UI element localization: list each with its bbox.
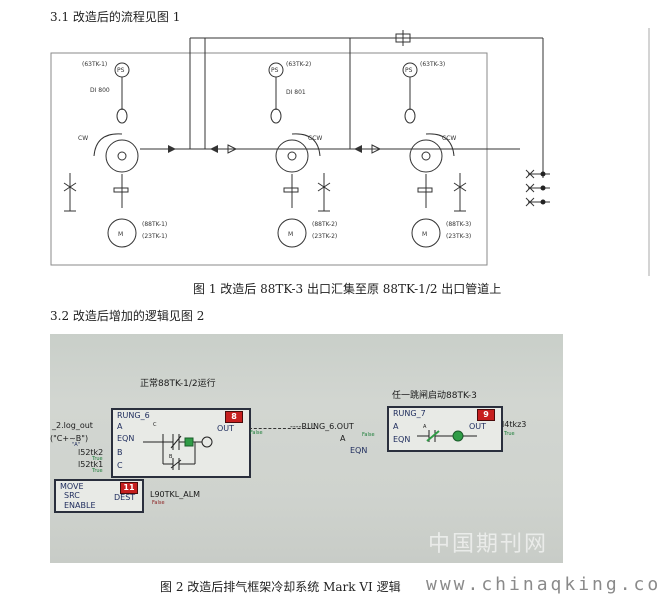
fan-icon — [275, 139, 309, 173]
unit-2-motor-tag2: (23TK-2) — [312, 233, 337, 240]
unit-1-motor-tag1: (88TK-1) — [142, 221, 167, 228]
link-false: False — [362, 432, 375, 438]
unit-1-motor-tag2: (23TK-1) — [142, 233, 167, 240]
dest-false: False — [152, 500, 165, 506]
unit-1-rotation: CW — [78, 135, 88, 142]
input-l52tk1: l52tk1 — [78, 460, 104, 469]
dest-var: L90TKL_ALM — [150, 490, 201, 499]
unit-3-ps-tag: (63TK-3) — [420, 61, 445, 68]
move-pin-enable: ENABLE — [64, 501, 96, 510]
unit-3-rotation: CCW — [442, 135, 456, 142]
unit-2-motor-tag1: (88TK-2) — [312, 221, 337, 228]
figure-1-caption: 图 1 改造后 88TK-3 出口汇集至原 88TK-1/2 出口管道上 — [193, 282, 502, 296]
unit-1-motor: M — [118, 231, 123, 238]
rung7-pin-a: A — [393, 422, 399, 431]
link-label: ----RUNG_6.OUT — [290, 422, 354, 431]
output-var: l4tkz3 — [502, 420, 527, 429]
motor-icon — [411, 218, 441, 248]
move-out: DEST — [114, 493, 136, 502]
right-title: 任一跳闸启动88TK-3 — [392, 391, 477, 401]
input-log-out: _2.log_out — [52, 421, 93, 430]
rung7-number: 9 — [477, 409, 495, 421]
rung7-block[interactable]: RUNG_7 9 A EQN OUT A — [387, 406, 503, 452]
rung6-b-label: B — [169, 454, 173, 460]
unit-2: PS (63TK-2) DI 801 CCW M (88TK-2) (23TK-… — [268, 61, 337, 248]
rung6-pin-c: C — [117, 461, 123, 470]
unit-1-ps-tag: (63TK-1) — [82, 61, 107, 68]
unit-3-motor: M — [422, 231, 427, 238]
rung7-name: RUNG_7 — [393, 409, 426, 418]
rung6-block[interactable]: RUNG_6 8 A EQN B C OUT C B — [111, 408, 251, 478]
top-valve-icon — [395, 30, 411, 46]
fan-icon — [105, 139, 139, 173]
rung7-pin-eqn: EQN — [393, 435, 411, 444]
rung7-a-label: A — [423, 424, 427, 430]
rung7-input-eqn: EQN — [350, 446, 368, 455]
move-pin-src: SRC — [64, 491, 80, 500]
rung7-ladder-contacts — [417, 430, 477, 442]
check-valve-icon — [168, 144, 382, 154]
unit-2-ps-tag: (63TK-2) — [286, 61, 311, 68]
process-flow-diagram: (63TK-1) PS DI 800 CW M (88TK-1) (23TK-1… — [50, 28, 650, 276]
figure-2-caption: 图 2 改造后排气框架冷却系统 Mark VI 逻辑 — [160, 580, 401, 594]
rung6-ladder-contacts — [143, 434, 213, 470]
link-line — [249, 428, 315, 429]
branch-valves — [525, 169, 550, 207]
rung6-c-label: C — [153, 422, 157, 428]
input-eqn-small: "A" — [72, 442, 81, 448]
logic-screen-photo: 正常88TK-1/2运行 任一跳闸启动88TK-3 RUNG_6 8 A EQN… — [50, 334, 563, 563]
input-l52tk2: l52tk2 — [78, 448, 104, 457]
motor-icon — [277, 218, 307, 248]
left-title: 正常88TK-1/2运行 — [140, 379, 216, 389]
fan-icon — [409, 139, 443, 173]
unit-1-ps: PS — [117, 67, 125, 74]
move-name: MOVE — [60, 482, 84, 491]
section-heading-1: 3.1 改造后的流程见图 1 — [50, 10, 181, 24]
rung6-out: OUT — [217, 424, 235, 433]
unit-2-motor: M — [288, 231, 293, 238]
output-true: True — [504, 431, 515, 437]
unit-1-orifice: DI 800 — [90, 87, 110, 94]
unit-2-ps: PS — [271, 67, 279, 74]
input-eqn: ("C+~B") — [50, 434, 89, 443]
site-watermark: www.chinaqking.com — [426, 574, 658, 595]
rung6-pin-eqn: EQN — [117, 434, 135, 443]
rung6-name: RUNG_6 — [117, 411, 150, 420]
input-true-1: True — [92, 456, 103, 462]
rung7-input-a: A — [340, 434, 346, 443]
unit-3-motor-tag1: (88TK-3) — [446, 221, 471, 228]
rung6-pin-a: A — [117, 422, 123, 431]
skid-frame — [50, 52, 488, 266]
rung7-out: OUT — [469, 422, 487, 431]
unit-1: (63TK-1) PS DI 800 CW M (88TK-1) (23TK-1… — [63, 61, 167, 248]
unit-2-orifice: DI 801 — [286, 89, 306, 96]
photo-watermark: 中国期刊网 — [428, 532, 549, 557]
move-block[interactable]: MOVE 11 SRC ENABLE DEST — [54, 479, 144, 513]
motor-icon — [107, 218, 137, 248]
unit-3: PS (63TK-3) CCW M (88TK-3) (23TK-3) — [402, 61, 471, 248]
move-number: 11 — [120, 482, 138, 494]
unit-2-rotation: CCW — [308, 135, 322, 142]
unit-3-motor-tag2: (23TK-3) — [446, 233, 471, 240]
rung6-pin-b: B — [117, 448, 123, 457]
rung6-number: 8 — [225, 411, 243, 423]
rung6-out-false: False — [250, 430, 263, 436]
section-heading-2: 3.2 改造后增加的逻辑见图 2 — [50, 309, 205, 323]
unit-3-ps: PS — [405, 67, 413, 74]
input-true-2: True — [92, 468, 103, 474]
